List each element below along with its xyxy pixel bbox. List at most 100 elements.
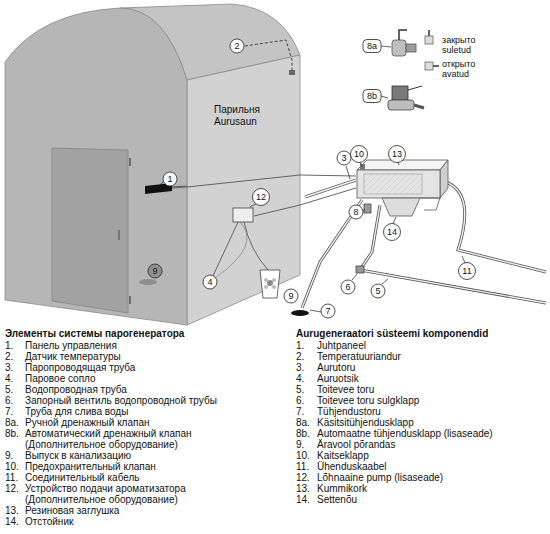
item-text: Käsitsitühjendusklapp: [317, 417, 545, 428]
item-number: 2.: [296, 351, 304, 362]
callout-number: 9: [152, 266, 157, 276]
item-number: 1.: [296, 340, 304, 351]
item-text: Lõhnaaine pump (lisaseade): [317, 472, 545, 483]
valve-state-label: закрыто: [442, 35, 476, 45]
item-number: 14.: [296, 494, 310, 505]
callout-number: 5: [375, 286, 380, 296]
callout-number: 6: [345, 282, 350, 292]
callout-circles: [253, 189, 270, 206]
callout-circles: [363, 40, 381, 53]
sediment-trap: [382, 198, 420, 216]
room-name: Aurusaun: [214, 116, 260, 128]
pipes: [360, 205, 546, 303]
fragrance-jar: [264, 278, 268, 282]
callout-circles: [321, 304, 335, 318]
callout-number: 7: [325, 306, 330, 316]
leader-lines: [382, 279, 388, 284]
item-text: Выпуск в канализацию: [25, 450, 257, 461]
shutoff-valve: [356, 266, 364, 273]
automatic-drain-valve: [388, 86, 424, 110]
item-number: 9.: [5, 450, 13, 461]
door: [52, 148, 130, 313]
item-number: 6.: [5, 395, 13, 406]
item-number: 2.: [5, 351, 13, 362]
automatic-drain-valve: [388, 100, 414, 110]
steam-generator: [360, 164, 365, 170]
pipes: [305, 180, 356, 197]
item-text: Запорный вентиль водопроводной трубы: [25, 395, 257, 406]
steam-generator: [357, 156, 448, 198]
callout-number: 3: [341, 153, 346, 163]
callout-circles: [148, 39, 476, 318]
callout-circles: [337, 151, 351, 165]
callout-number: 8b: [367, 91, 377, 101]
item-text: Резиновая заглушка: [25, 505, 257, 516]
valve-state-label: avatud: [442, 69, 469, 79]
item-number: 8b.: [5, 428, 19, 439]
callout-number: 2: [234, 41, 239, 51]
pipes: [254, 188, 356, 216]
outside-drain: [291, 310, 309, 316]
item-number: 14.: [5, 516, 19, 527]
temperature-sensor-wire: [245, 40, 295, 75]
callout-circles: [203, 275, 217, 289]
item-number: 3.: [296, 362, 304, 373]
callout-circles: [371, 284, 385, 298]
item-text: Kaitseklapp: [317, 450, 545, 461]
item-text: Aurutoru: [317, 362, 545, 373]
sediment-trap: [382, 198, 440, 216]
callout-circles: [230, 39, 244, 53]
callout-circles: [389, 146, 406, 163]
item-number: 12.: [296, 472, 310, 483]
callout-circles: [351, 146, 368, 163]
steam-room: [5, 4, 300, 325]
valve-position-key: [425, 36, 433, 44]
pipes: [302, 200, 362, 308]
item-number: 8b.: [296, 428, 310, 439]
callout-number: 8a: [367, 41, 377, 51]
steam-generator: [364, 174, 422, 194]
steam-generator: [440, 160, 448, 198]
automatic-drain-valve: [392, 86, 408, 100]
pipes: [215, 222, 247, 278]
item-text: Ручной дренажный клапан: [25, 417, 257, 428]
item-text: Отстойник: [25, 516, 257, 527]
callout-number: 1: [167, 174, 172, 184]
item-text: Settenõu: [317, 494, 545, 505]
item-text: Водопроводная труба: [25, 384, 257, 395]
pipes: [172, 175, 356, 188]
leader-lines: [363, 209, 365, 211]
floor-drain-inside: [139, 279, 157, 285]
room-label: ПарильняAurusaun: [214, 104, 260, 128]
leader-lines: [310, 310, 321, 312]
leader-lines: [381, 46, 391, 47]
item-number: 8a.: [5, 417, 19, 428]
callout-number: 8: [353, 207, 358, 217]
shutoff-valve: [356, 266, 364, 273]
item-text: Juhtpaneel: [317, 340, 545, 351]
leader-lines: [352, 274, 357, 280]
automatic-drain-valve: [408, 86, 422, 90]
callout-number: 13: [392, 149, 402, 159]
steam-room: [187, 55, 300, 325]
item-number: 4.: [296, 373, 304, 384]
temperature-sensor-wire: [289, 70, 295, 75]
item-text: Устройство подачи ароматизатора (Дополни…: [25, 483, 257, 505]
leader-lines: [250, 46, 465, 312]
item-text: Труба для слива воды: [25, 406, 257, 417]
drain-valve: [364, 204, 371, 213]
item-number: 13.: [5, 505, 19, 516]
item-text: Предохранительный клапан: [25, 461, 257, 472]
item-number: 3.: [5, 362, 13, 373]
valve-position-key: [425, 30, 439, 70]
item-text: Tühjendustoru: [317, 406, 545, 417]
item-number: 11.: [296, 461, 309, 472]
fragrance-jar: [272, 285, 276, 289]
item-text: Auruotsik: [317, 373, 545, 384]
leader-lines: [250, 204, 256, 207]
pipes: [446, 182, 546, 272]
item-text: Toitevee toru sulgklapp: [317, 395, 545, 406]
manual-drain-valve: [406, 44, 416, 52]
item-text: Äravool põrandas: [317, 439, 545, 450]
